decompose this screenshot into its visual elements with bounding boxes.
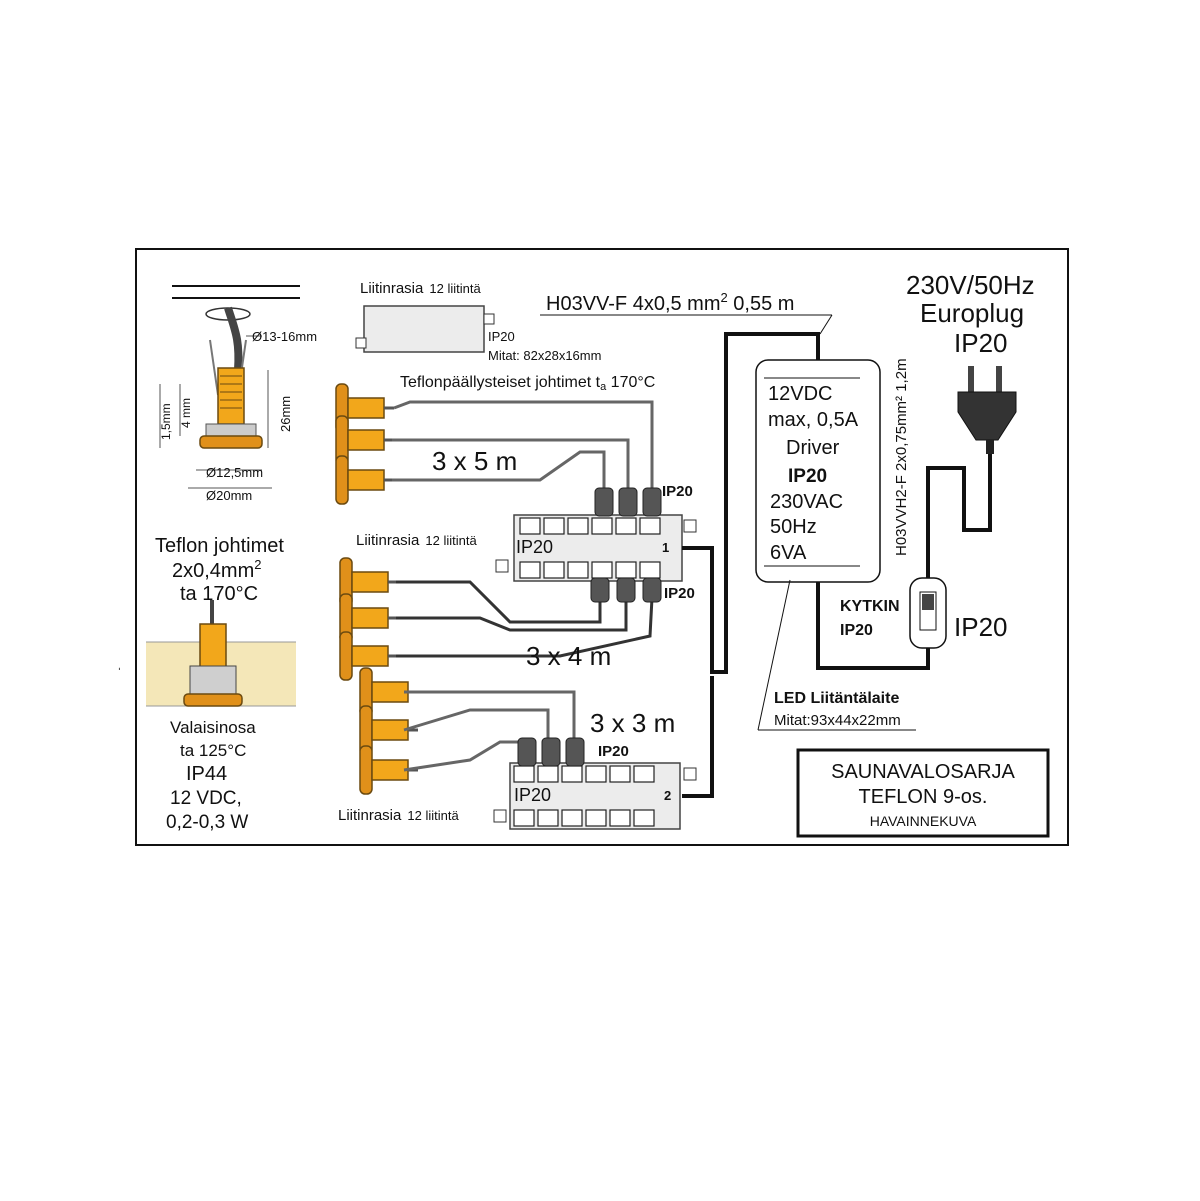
- title-line1: SAUNAVALOSARJA: [831, 761, 1015, 783]
- terminal-socket: [561, 765, 583, 783]
- terminal-socket: [519, 517, 541, 535]
- wires-group-2: [396, 580, 654, 658]
- terminal-socket: [537, 809, 559, 827]
- terminal-socket: [615, 517, 637, 535]
- terminal-socket: [609, 809, 631, 827]
- group-3-label: 3 x 3 m: [590, 708, 675, 738]
- terminal-socket: [543, 561, 565, 579]
- lamps-group: [335, 383, 418, 795]
- box1-ip-top: IP20: [662, 483, 693, 500]
- terminal-socket: [513, 765, 535, 783]
- box1-number: 1: [662, 540, 669, 555]
- diameter-inner-label: Ø12,5mm: [206, 465, 263, 480]
- terminal-socket: [561, 809, 583, 827]
- hole-diameter-label: Ø13-16mm: [252, 329, 317, 344]
- driver-line3: Driver: [786, 437, 840, 459]
- teflon-wires-temp: ta 170°C: [180, 583, 258, 605]
- terminal-socket: [513, 809, 535, 827]
- top-box-dims: Mitat: 82x28x16mm: [488, 348, 601, 363]
- teflon-wires-title: Teflon johtimet: [155, 535, 284, 557]
- terminal-socket: [615, 561, 637, 579]
- box1-ip-inside: IP20: [516, 537, 553, 557]
- lamp-icon: [335, 455, 394, 505]
- wires-group-1: [392, 400, 654, 488]
- power-wiring: [682, 332, 992, 798]
- driver-line6: 50Hz: [770, 516, 817, 538]
- europlug-icon: [957, 366, 1017, 454]
- terminal-socket: [585, 765, 607, 783]
- height-26mm-label: 26mm: [278, 396, 293, 432]
- terminal-socket: [609, 765, 631, 783]
- stray-mark: ˈ: [117, 665, 122, 681]
- teflon-wires-size: 2x0,4mm2: [172, 557, 261, 582]
- box2-ip-top: IP20: [598, 743, 629, 760]
- power-ip: IP20: [954, 328, 1008, 358]
- lamp-part-temp: ta 125°C: [180, 741, 246, 760]
- title-line2: TEFLON 9-os.: [859, 786, 988, 808]
- lamp-icon: [339, 593, 398, 643]
- terminal-socket: [639, 561, 661, 579]
- switch-label: KYTKIN: [840, 598, 900, 615]
- box2-number: 2: [664, 788, 671, 803]
- driver-line5: 230VAC: [770, 491, 843, 513]
- driver-line1: 12VDC: [768, 383, 832, 405]
- lamp-icon: [359, 745, 418, 795]
- terminal-socket: [591, 517, 613, 535]
- top-box-ip: IP20: [488, 329, 515, 344]
- title-box: [796, 748, 1050, 838]
- switch-ip-large: IP20: [954, 612, 1008, 642]
- lamp-installation-detail: [159, 285, 300, 489]
- lamp-part-voltage: 12 VDC,: [170, 788, 242, 809]
- cable-plug-label: H03VVH2-F 2x0,75mm² 1,2m: [893, 358, 910, 556]
- height-4mm-label: 4 mm: [179, 398, 193, 428]
- lamp-icon: [359, 705, 418, 755]
- terminal-socket: [567, 561, 589, 579]
- driver-box: [755, 359, 881, 583]
- height-15mm-label: 1,5mm: [159, 403, 173, 440]
- title-line3: HAVAINNEKUVA: [870, 813, 977, 829]
- lamp-part-ip: IP44: [186, 763, 227, 785]
- cable-top-leader: [819, 314, 833, 335]
- terminal-socket: [639, 517, 661, 535]
- driver-line7: 6VA: [770, 542, 807, 564]
- lamp-part-title: Valaisinosa: [170, 718, 256, 737]
- power-voltage: 230V/50Hz: [906, 270, 1035, 300]
- wires-group-3: [403, 690, 576, 772]
- teflon-coated-label: Teflonpäällysteiset johtimet ta 170°C: [400, 374, 655, 393]
- driver-line2: max, 0,5A: [768, 409, 859, 431]
- box1-ip-bottom: IP20: [664, 585, 695, 602]
- lamp-icon: [339, 631, 398, 681]
- connector-box-1: [495, 487, 697, 603]
- terminal-socket: [633, 765, 655, 783]
- terminal-socket: [585, 809, 607, 827]
- switch-ip-small: IP20: [840, 622, 873, 639]
- cable-top-label: H03VV-F 4x0,5 mm2 0,55 m: [546, 290, 794, 315]
- group-2-label: 3 x 4 m: [526, 641, 611, 671]
- diameter-outer-label: Ø20mm: [206, 488, 252, 503]
- terminal-socket: [591, 561, 613, 579]
- led-unit-title: LED Liitäntälaite: [774, 690, 899, 707]
- group-1-label: 3 x 5 m: [432, 446, 517, 476]
- switch-icon: [909, 577, 947, 649]
- led-unit-dims: Mitat:93x44x22mm: [774, 712, 901, 729]
- terminal-socket: [633, 809, 655, 827]
- terminal-socket: [543, 517, 565, 535]
- power-plug-type: Europlug: [920, 298, 1024, 328]
- lamp-in-panel: [146, 600, 296, 707]
- terminal-socket: [519, 561, 541, 579]
- lamp-part-power: 0,2-0,3 W: [166, 812, 248, 833]
- lamp-icon: [335, 415, 394, 465]
- driver-line4: IP20: [788, 466, 827, 487]
- top-connector-box: [355, 305, 495, 353]
- terminal-socket: [537, 765, 559, 783]
- connector-box-2: [493, 737, 697, 830]
- box2-ip-inside: IP20: [514, 785, 551, 805]
- diagram-frame: [135, 248, 1069, 846]
- terminal-socket: [567, 517, 589, 535]
